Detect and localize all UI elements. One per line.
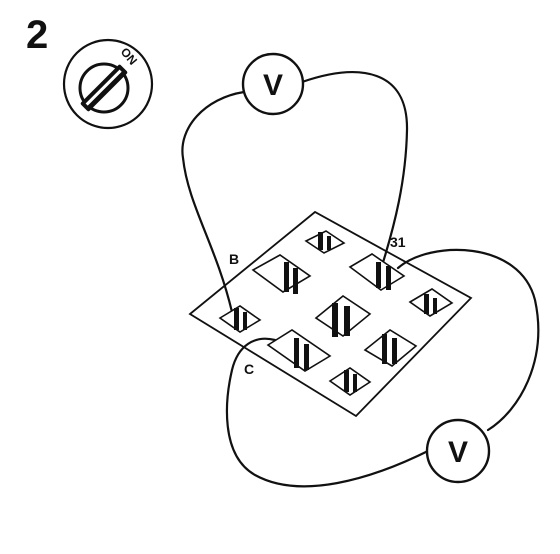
terminal-c-label: C — [244, 361, 254, 377]
socket-top — [304, 230, 346, 254]
terminal-31-label: 31 — [390, 234, 406, 250]
socket-31 — [348, 253, 406, 291]
lower-voltmeter-icon: V — [425, 418, 491, 484]
upper-meter-lead-left — [181, 90, 246, 314]
lower-meter-loop — [225, 248, 540, 488]
socket-b-row — [251, 254, 312, 294]
upper-voltmeter-label: V — [263, 69, 283, 102]
ignition-switch-icon: ON — [62, 38, 154, 130]
socket-b-pin — [218, 305, 262, 333]
lower-voltmeter-label: V — [448, 436, 468, 469]
socket-c-row — [266, 329, 332, 372]
socket-right — [408, 288, 454, 317]
terminal-b-label: B — [229, 251, 239, 267]
upper-voltmeter-icon: V — [241, 52, 305, 116]
socket-center — [314, 295, 372, 337]
step-number: 2 — [26, 13, 48, 57]
upper-meter-lead-right — [300, 71, 409, 274]
socket-lower-right — [363, 329, 418, 367]
relay-connector — [188, 210, 473, 418]
socket-bottom — [328, 367, 372, 396]
